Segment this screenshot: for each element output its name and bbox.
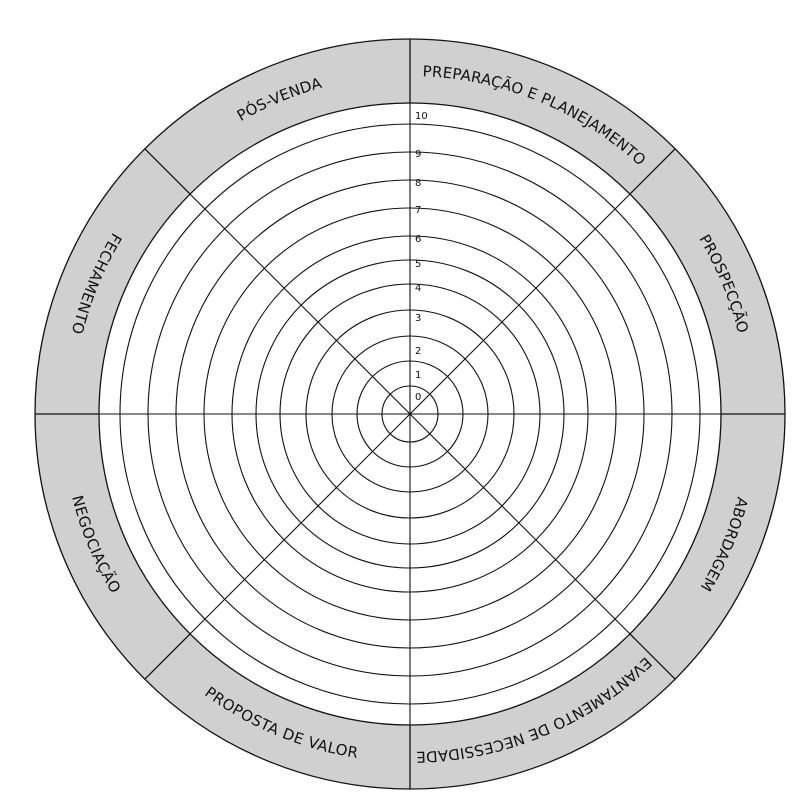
- ring-divider-7: [144, 148, 191, 195]
- rating-number-4: 4: [415, 283, 421, 294]
- ring-divider-5: [144, 633, 191, 680]
- ring-divider-3: [629, 633, 676, 680]
- spoke-1: [409, 193, 631, 415]
- rating-number-1: 1: [415, 370, 421, 381]
- segment-dividers: [35, 39, 785, 789]
- spoke-5: [189, 413, 411, 635]
- spoke-7: [189, 193, 411, 415]
- spoke-3: [409, 413, 631, 635]
- rating-number-7: 7: [415, 205, 421, 216]
- rating-number-2: 2: [415, 346, 421, 357]
- rating-number-9: 9: [415, 149, 421, 160]
- rating-number-10: 10: [415, 111, 428, 122]
- rating-number-6: 6: [415, 234, 421, 245]
- rating-number-8: 8: [415, 178, 421, 189]
- rating-scale-numbers: 0 1 2 3 4 5 6 7 8 9 10: [415, 111, 428, 403]
- rating-number-5: 5: [415, 259, 421, 270]
- rating-number-0: 0: [415, 392, 421, 403]
- ring-divider-1: [629, 148, 676, 195]
- rating-number-3: 3: [415, 313, 421, 324]
